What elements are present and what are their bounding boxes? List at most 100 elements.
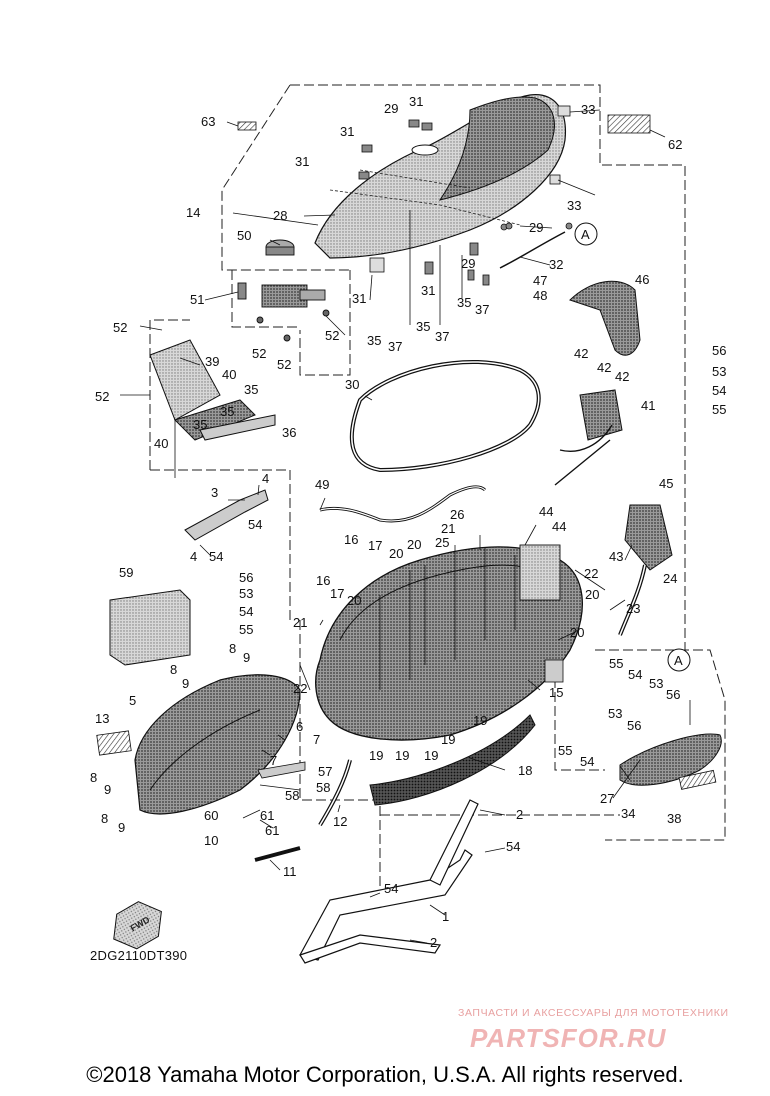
callout-7b: 7 bbox=[270, 753, 277, 768]
callout-54b: 54 bbox=[248, 517, 262, 532]
callout-8b: 8 bbox=[229, 641, 236, 656]
callout-31b: 31 bbox=[340, 124, 354, 139]
callout-19b: 19 bbox=[441, 732, 455, 747]
callout-23: 23 bbox=[626, 601, 640, 616]
callout-29: 29 bbox=[384, 101, 398, 116]
callout-20b: 20 bbox=[407, 537, 421, 552]
hinge-41 bbox=[554, 389, 623, 486]
diagram-reference-code: 2DG2110DT390 bbox=[90, 948, 187, 963]
connector-a-top: A bbox=[574, 222, 598, 246]
callout-16: 16 bbox=[344, 532, 358, 547]
callout-30: 30 bbox=[345, 377, 359, 392]
callout-51: 51 bbox=[190, 292, 204, 307]
callout-24: 24 bbox=[663, 571, 677, 586]
callout-2b: 2 bbox=[430, 935, 437, 950]
svg-text:A: A bbox=[674, 653, 683, 668]
callout-14: 14 bbox=[186, 205, 200, 220]
plate-13 bbox=[96, 730, 132, 756]
callout-56d: 56 bbox=[627, 718, 641, 733]
callout-28: 28 bbox=[273, 208, 287, 223]
callout-9b: 9 bbox=[243, 650, 250, 665]
callout-18: 18 bbox=[518, 763, 532, 778]
svg-text:A: A bbox=[581, 227, 590, 242]
callout-60: 60 bbox=[204, 808, 218, 823]
callout-37c: 37 bbox=[388, 339, 402, 354]
stay-3 bbox=[184, 489, 269, 541]
callout-53b: 53 bbox=[239, 586, 253, 601]
callout-15: 15 bbox=[549, 685, 563, 700]
callout-54e: 54 bbox=[628, 667, 642, 682]
callout-31c: 31 bbox=[295, 154, 309, 169]
callout-1: 1 bbox=[442, 909, 449, 924]
callout-62: 62 bbox=[668, 137, 682, 152]
seat-lock bbox=[237, 239, 330, 342]
callout-17: 17 bbox=[368, 538, 382, 553]
callout-25: 25 bbox=[435, 535, 449, 550]
callout-6: 6 bbox=[296, 719, 303, 734]
group-outlines bbox=[149, 84, 726, 900]
callout-55d: 55 bbox=[558, 743, 572, 758]
fwd-arrow: FWD bbox=[113, 901, 162, 950]
callout-19c: 19 bbox=[369, 748, 383, 763]
callout-9: 9 bbox=[182, 676, 189, 691]
cover-59 bbox=[109, 589, 191, 666]
hinge-46 bbox=[569, 280, 641, 356]
callout-7: 7 bbox=[313, 732, 320, 747]
callout-55: 55 bbox=[712, 402, 726, 417]
callout-20e: 20 bbox=[570, 625, 584, 640]
callout-53: 53 bbox=[712, 364, 726, 379]
box-bolts bbox=[379, 548, 516, 690]
callout-33: 33 bbox=[581, 102, 595, 117]
callout-40b: 40 bbox=[154, 436, 168, 451]
callout-54f: 54 bbox=[580, 754, 594, 769]
callout-56c: 56 bbox=[666, 687, 680, 702]
watermark-brand: PARTSFOR.RU bbox=[470, 1023, 667, 1053]
callout-27: 27 bbox=[600, 791, 614, 806]
callout-58b: 58 bbox=[285, 788, 299, 803]
callout-8c: 8 bbox=[90, 770, 97, 785]
callout-31e: 31 bbox=[352, 291, 366, 306]
watermark-tagline: ЗАПЧАСТИ И АКСЕССУАРЫ ДЛЯ МОТОТЕХНИКИ bbox=[458, 1007, 729, 1019]
bracket-39 bbox=[149, 339, 276, 441]
callout-35d: 35 bbox=[244, 382, 258, 397]
cover-45 bbox=[624, 504, 673, 571]
seat-cover bbox=[314, 94, 567, 259]
callout-39: 39 bbox=[205, 354, 219, 369]
callout-26: 26 bbox=[450, 507, 464, 522]
callout-57: 57 bbox=[318, 764, 332, 779]
callout-20c: 20 bbox=[347, 593, 361, 608]
callout-47: 47 bbox=[533, 273, 547, 288]
callout-54: 54 bbox=[712, 383, 726, 398]
callout-52e: 52 bbox=[325, 328, 339, 343]
callout-20d: 20 bbox=[585, 587, 599, 602]
storage-box bbox=[315, 544, 583, 741]
callout-8d: 8 bbox=[101, 811, 108, 826]
callout-52c: 52 bbox=[252, 346, 266, 361]
callout-54c: 54 bbox=[209, 549, 223, 564]
callout-42c: 42 bbox=[615, 369, 629, 384]
callout-41: 41 bbox=[641, 398, 655, 413]
callout-2: 2 bbox=[516, 807, 523, 822]
callout-4b: 4 bbox=[190, 549, 197, 564]
callout-46: 46 bbox=[635, 272, 649, 287]
bar-11 bbox=[254, 846, 301, 862]
callout-42: 42 bbox=[574, 346, 588, 361]
callout-19: 19 bbox=[473, 713, 487, 728]
leader-lines bbox=[120, 109, 691, 944]
callout-22b: 22 bbox=[293, 681, 307, 696]
callout-44b: 44 bbox=[552, 519, 566, 534]
callout-10: 10 bbox=[204, 833, 218, 848]
callout-19d: 19 bbox=[395, 748, 409, 763]
callout-13: 13 bbox=[95, 711, 109, 726]
callout-9c: 9 bbox=[104, 782, 111, 797]
callout-34: 34 bbox=[621, 806, 635, 821]
callout-45: 45 bbox=[659, 476, 673, 491]
seal-30 bbox=[349, 359, 541, 473]
callout-44: 44 bbox=[539, 504, 553, 519]
callout-37b: 37 bbox=[435, 329, 449, 344]
callout-56b: 56 bbox=[239, 570, 253, 585]
callout-31: 31 bbox=[409, 94, 423, 109]
callout-37: 37 bbox=[475, 302, 489, 317]
callout-31d: 31 bbox=[421, 283, 435, 298]
callout-52b: 52 bbox=[95, 389, 109, 404]
